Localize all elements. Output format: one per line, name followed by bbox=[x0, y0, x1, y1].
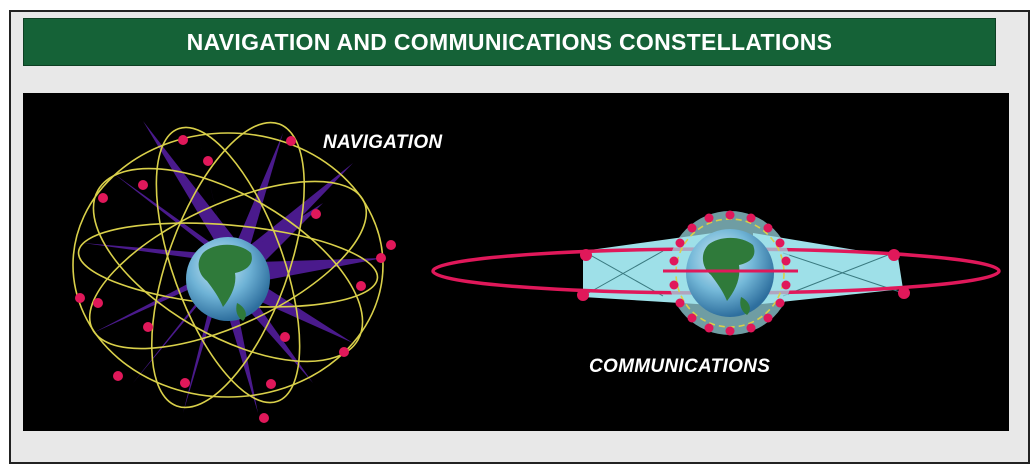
navigation-label: NAVIGATION bbox=[323, 132, 443, 153]
communications-earth bbox=[686, 229, 774, 317]
constellation-illustration bbox=[72, 121, 1001, 423]
navigation-earth bbox=[186, 237, 270, 321]
communications-links bbox=[582, 250, 904, 297]
page-title: NAVIGATION AND COMMUNICATIONS CONSTELLAT… bbox=[186, 28, 833, 55]
navigation-satellites bbox=[75, 135, 396, 423]
communications-constellation bbox=[431, 210, 1001, 336]
communications-label: COMMUNICATIONS bbox=[589, 356, 771, 377]
communications-satellites bbox=[577, 210, 910, 336]
title-bar: NAVIGATION AND COMMUNICATIONS CONSTELLAT… bbox=[23, 18, 996, 66]
navigation-constellation bbox=[72, 121, 396, 423]
diagram-panel: NAVIGATION COMMUNICATIONS bbox=[23, 93, 1009, 431]
